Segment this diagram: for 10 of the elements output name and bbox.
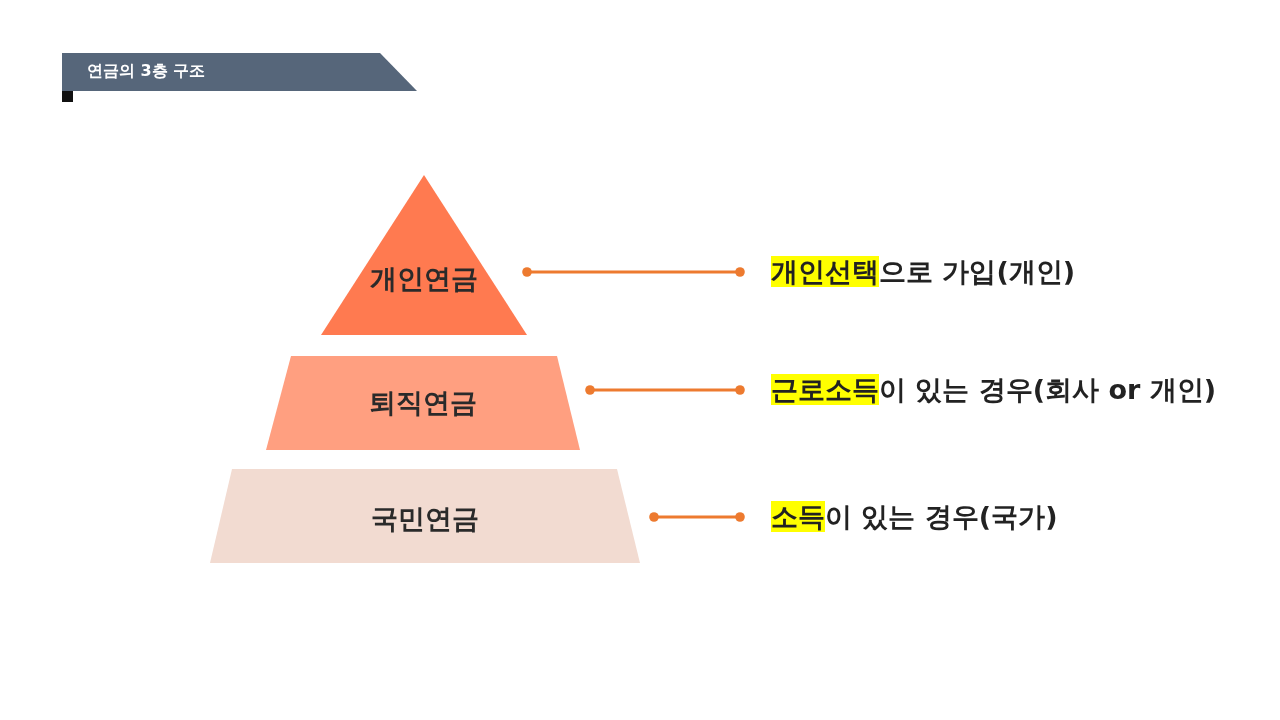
description-text: 소득이 있는 경우(국가)	[771, 499, 1058, 535]
connector-line	[585, 385, 745, 395]
tier-label: 국민연금	[370, 502, 480, 536]
description-text: 근로소득이 있는 경우(회사 or 개인)	[771, 372, 1217, 408]
tier-label: 퇴직연금	[368, 386, 478, 420]
title: 연금의 3층 구조	[87, 60, 206, 82]
description-text: 개인선택으로 가입(개인)	[771, 254, 1076, 290]
connector-line	[649, 512, 745, 522]
connector-line	[522, 267, 745, 277]
tier-label: 개인연금	[369, 262, 479, 296]
